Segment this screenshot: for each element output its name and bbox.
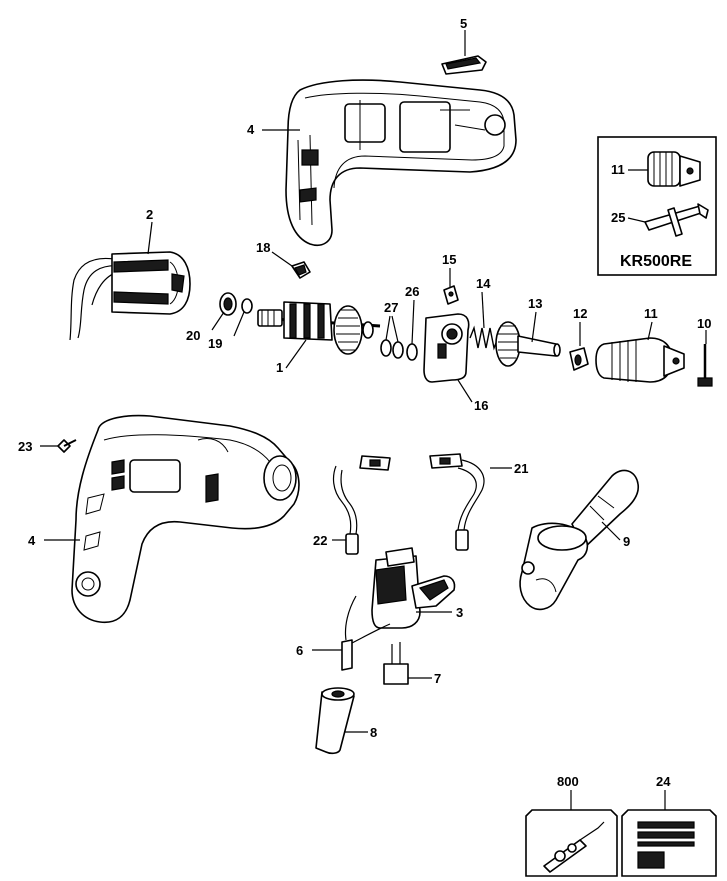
inset-chuck-drawing [647,151,701,187]
callout-11-inset: 11 [611,162,625,177]
part-19-washer [241,298,253,314]
part-11-chuck [595,337,685,383]
leader-16 [457,379,473,403]
callout-14: 14 [476,276,491,291]
callout-12: 12 [573,306,587,321]
callout-9: 9 [623,534,630,549]
leader-13 [531,311,537,343]
part-6-wire [341,595,391,671]
leader-18 [271,251,293,267]
leader-20 [211,311,225,331]
part-10-screw [697,344,713,387]
leader-11 [647,321,653,341]
part-14-spring [469,325,499,351]
part-2-field-stator [69,251,191,341]
callout-10: 10 [697,316,711,331]
part-800-box [525,809,618,877]
leader-26 [411,299,415,345]
callout-25-inset: 25 [611,210,625,225]
callout-11: 11 [644,306,658,321]
leader-1 [285,339,307,369]
callout-13: 13 [528,296,542,311]
callout-16: 16 [474,398,488,413]
part-7-suppressor [383,642,409,685]
callout-800: 800 [557,774,579,789]
callout-24: 24 [656,774,671,789]
inset-title: KR500RE [620,253,692,270]
part-26-washer [406,343,418,361]
part-21-brush-lead [429,453,485,551]
part-23-screw [57,439,77,453]
part-12-bushing [569,347,589,371]
callout-20: 20 [186,328,200,343]
part-5-switch-button [441,55,487,75]
part-15-spring-clip [443,285,459,305]
part-20-bearing [219,292,237,316]
part-3-switch [371,547,456,629]
part-4-housing-interior [285,79,517,246]
part-13-spindle-gear [495,321,561,367]
callout-3: 3 [456,605,463,620]
leader-27b [391,315,399,343]
callout-19: 19 [208,336,222,351]
callout-2: 2 [146,207,153,222]
callout-7: 7 [434,671,441,686]
leader-25-inset [627,217,646,223]
callout-22: 22 [313,533,327,548]
part-16-gear-plate [423,313,470,383]
callout-21: 21 [514,461,528,476]
leader-19 [233,311,245,337]
leader-2 [147,221,153,255]
callout-4-top: 4 [247,122,255,137]
callout-8: 8 [370,725,377,740]
part-4-housing-exterior [71,414,300,624]
callout-4-bottom: 4 [28,533,36,548]
part-22-brush-lead [332,455,391,555]
callout-1: 1 [276,360,283,375]
part-24-label-box [621,809,717,877]
callout-23: 23 [18,439,32,454]
callout-26: 26 [405,284,419,299]
callout-5: 5 [460,16,467,31]
part-1-armature [257,301,381,355]
callout-18: 18 [256,240,270,255]
inset-box-chuck-key: 11 25 KR500RE [597,136,717,276]
part-9-side-handle [519,469,640,611]
leader-9 [601,521,621,541]
leader-27a [385,315,391,341]
callout-6: 6 [296,643,303,658]
part-8-cord-protector [315,687,355,755]
callout-15: 15 [442,252,456,267]
part-18-clip [291,261,311,279]
callout-27: 27 [384,300,398,315]
leader-14 [481,291,485,329]
part-27-washers [380,339,404,359]
inset-chuck-key-drawing [644,203,709,237]
